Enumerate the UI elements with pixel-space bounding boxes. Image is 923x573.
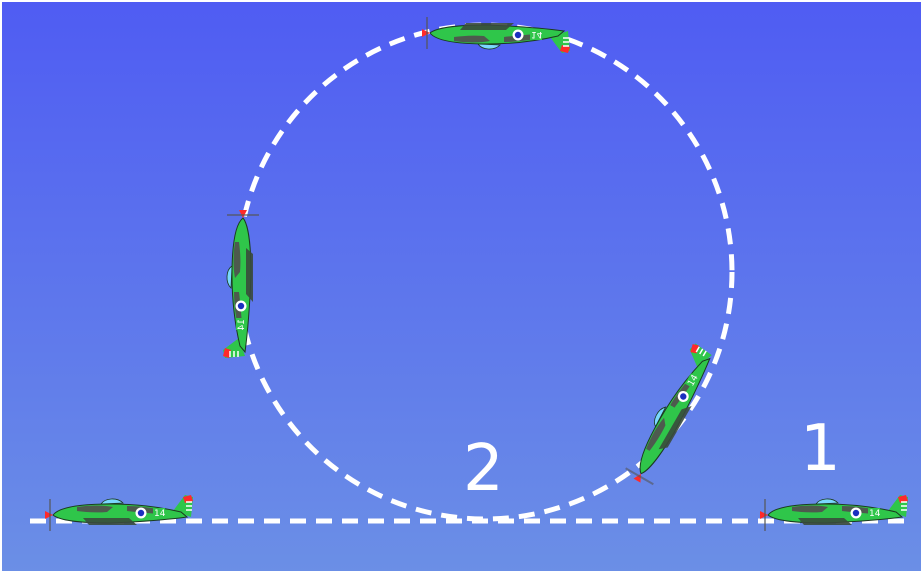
position-label-1: 1 <box>800 412 841 486</box>
position-label-2: 2 <box>463 432 504 506</box>
loop-path <box>235 22 735 522</box>
